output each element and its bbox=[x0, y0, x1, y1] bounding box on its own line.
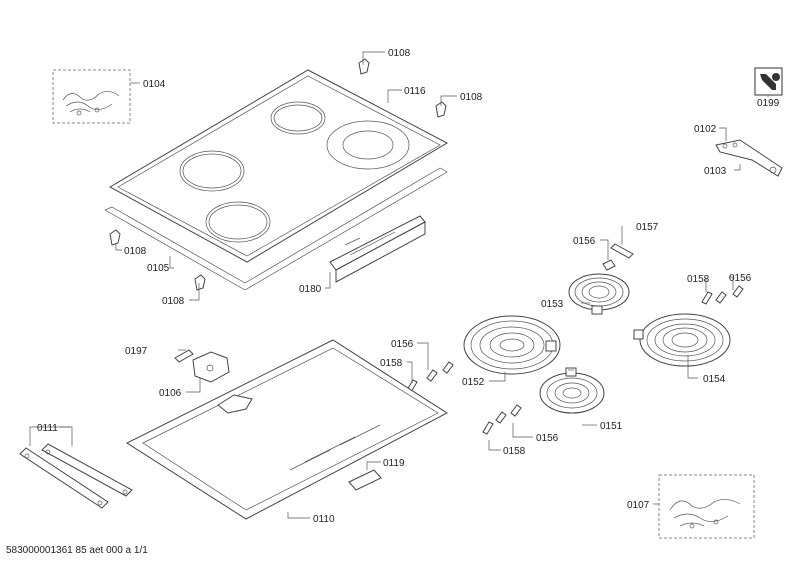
label-0108-right: 0108 bbox=[460, 92, 483, 103]
label-0197: 0197 bbox=[125, 346, 148, 357]
label-0119: 0119 bbox=[383, 458, 405, 469]
retaining-clip-0156-upper[interactable] bbox=[602, 259, 616, 271]
label-0158-lower: 0158 bbox=[503, 446, 526, 457]
label-0102: 0102 bbox=[694, 124, 717, 135]
label-0108-left: 0108 bbox=[124, 246, 147, 257]
label-0107: 0107 bbox=[627, 500, 650, 511]
retaining-clip-0157[interactable] bbox=[610, 243, 634, 259]
label-0199: 0199 bbox=[757, 98, 780, 109]
label-0152: 0152 bbox=[462, 377, 485, 388]
retaining-clips-0156-0158-middle[interactable] bbox=[406, 361, 454, 393]
retaining-clips-0158-0156-right[interactable] bbox=[701, 285, 744, 305]
label-0154: 0154 bbox=[703, 374, 726, 385]
label-0105: 0105 bbox=[147, 263, 170, 274]
hob-frame-seal[interactable] bbox=[104, 167, 448, 291]
label-0156-upper: 0156 bbox=[573, 236, 596, 247]
label-0158-middle: 0158 bbox=[380, 358, 403, 369]
label-0104: 0104 bbox=[143, 79, 166, 90]
mounting-bracket[interactable] bbox=[715, 139, 783, 177]
label-0103: 0103 bbox=[704, 166, 727, 177]
label-0108-top: 0108 bbox=[388, 48, 411, 59]
clip-bracket-left[interactable] bbox=[109, 229, 121, 246]
label-0156-middle: 0156 bbox=[391, 339, 414, 350]
base-housing-tray[interactable] bbox=[125, 339, 448, 520]
cable-set-box-top[interactable] bbox=[52, 69, 131, 124]
label-0110: 0110 bbox=[313, 514, 335, 525]
terminal-bracket-0197[interactable] bbox=[174, 349, 194, 363]
glass-ceramic-hob-top[interactable] bbox=[108, 69, 449, 263]
wrench-tool-icon bbox=[754, 67, 783, 96]
label-0111: 0111 bbox=[37, 423, 58, 434]
mounting-rail-0111[interactable] bbox=[19, 443, 133, 509]
clip-bracket-bottom[interactable] bbox=[194, 274, 206, 291]
label-0153: 0153 bbox=[541, 299, 564, 310]
label-0108-bottom: 0108 bbox=[162, 296, 185, 307]
label-0180: 0180 bbox=[299, 284, 322, 295]
label-0158-right: 0158 bbox=[687, 274, 710, 285]
leader-lines bbox=[29, 51, 769, 519]
retaining-clips-0156-0158-lower[interactable] bbox=[482, 404, 522, 435]
document-reference-footer: 583000001361 85 aet 000 a 1/1 bbox=[6, 545, 148, 556]
control-module[interactable] bbox=[329, 215, 426, 283]
label-0157: 0157 bbox=[636, 222, 659, 233]
label-0151: 0151 bbox=[600, 421, 623, 432]
heating-element-0154[interactable] bbox=[633, 313, 731, 367]
clip-bracket-top[interactable] bbox=[358, 58, 370, 75]
label-0156-lower: 0156 bbox=[536, 433, 559, 444]
label-0156-right: 0156 bbox=[729, 273, 752, 284]
label-0116: 0116 bbox=[404, 86, 426, 97]
label-plate-0119[interactable] bbox=[348, 469, 382, 491]
heating-element-0152[interactable] bbox=[463, 315, 561, 375]
heating-element-0151[interactable] bbox=[539, 367, 605, 414]
heating-element-0153[interactable] bbox=[568, 273, 630, 315]
label-0106: 0106 bbox=[159, 388, 182, 399]
power-terminal-0106[interactable] bbox=[192, 351, 230, 383]
cable-set-box-bottom[interactable] bbox=[658, 474, 755, 539]
